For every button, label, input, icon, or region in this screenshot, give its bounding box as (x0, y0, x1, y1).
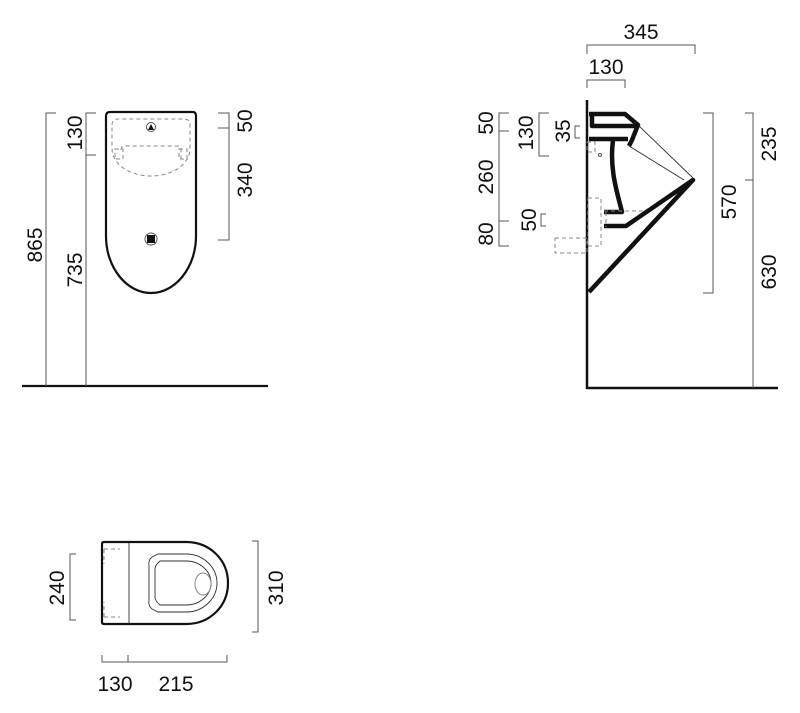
dim-line-865 (45, 112, 56, 386)
drain-icon (194, 572, 212, 596)
front-view: 865 735 130 50 340 (22, 109, 268, 388)
dim-35: 35 (552, 119, 575, 142)
dim-line-735-130 (85, 112, 96, 386)
dim-50-outlet: 50 (518, 208, 541, 231)
outlet-dashed (604, 210, 645, 227)
dim-line-50-outlet (540, 213, 546, 227)
dim-50: 50 (234, 109, 257, 132)
bowl-outer (148, 553, 218, 613)
dim-630: 630 (758, 254, 781, 289)
dim-line-50-260-80 (498, 112, 509, 247)
bowl-inner (154, 560, 212, 606)
dim-line-35 (574, 125, 580, 139)
dim-570: 570 (718, 184, 741, 219)
dim-345: 345 (623, 21, 658, 44)
urinal-top-outline (100, 540, 230, 626)
top-view: 240 310 130 215 (46, 540, 288, 696)
dim-235: 235 (758, 126, 781, 161)
dim-line-130-left (538, 112, 549, 157)
dim-line-570 (703, 112, 714, 294)
dim-865: 865 (24, 227, 47, 262)
dim-130-top: 130 (588, 56, 623, 79)
side-view: 345 130 50 260 80 130 35 50 570 235 630 (475, 21, 781, 390)
inlet-triangle-icon (146, 122, 156, 132)
dim-line-240 (69, 553, 76, 621)
fixing-hole-icon (598, 153, 602, 157)
urinal-front-outline (104, 110, 198, 295)
dim-215: 215 (158, 673, 193, 696)
dim-260: 260 (475, 159, 498, 194)
dim-line-130-215 (101, 655, 228, 663)
dim-50-top: 50 (475, 111, 498, 134)
dim-line-235-630 (745, 112, 754, 388)
dim-310: 310 (265, 570, 288, 605)
dim-130-left: 130 (515, 115, 538, 150)
urinal-side-profile (587, 111, 696, 294)
brackets-dashed (103, 548, 120, 618)
dim-130: 130 (64, 115, 87, 150)
dim-line-310 (252, 540, 259, 633)
dim-130-bottom: 130 (97, 673, 132, 696)
dim-735: 735 (64, 252, 87, 287)
outlet-square-icon (144, 232, 158, 246)
inner-rim-dashed (111, 118, 191, 177)
bracket-left-dashed (114, 148, 124, 160)
urinal-side-slope (628, 124, 694, 181)
waste-pipe-dashed (554, 237, 588, 254)
dim-line-50-340 (218, 112, 230, 241)
dim-line-130-top (586, 79, 626, 88)
dim-80: 80 (475, 222, 498, 245)
waste-connector-dashed (587, 197, 602, 247)
bracket-right-dashed (178, 148, 188, 160)
inner-bowl-dashed (120, 145, 182, 162)
dim-340: 340 (234, 162, 257, 197)
inlet-dashed (586, 141, 596, 153)
dim-240: 240 (46, 570, 69, 605)
dim-line-345 (586, 44, 696, 54)
